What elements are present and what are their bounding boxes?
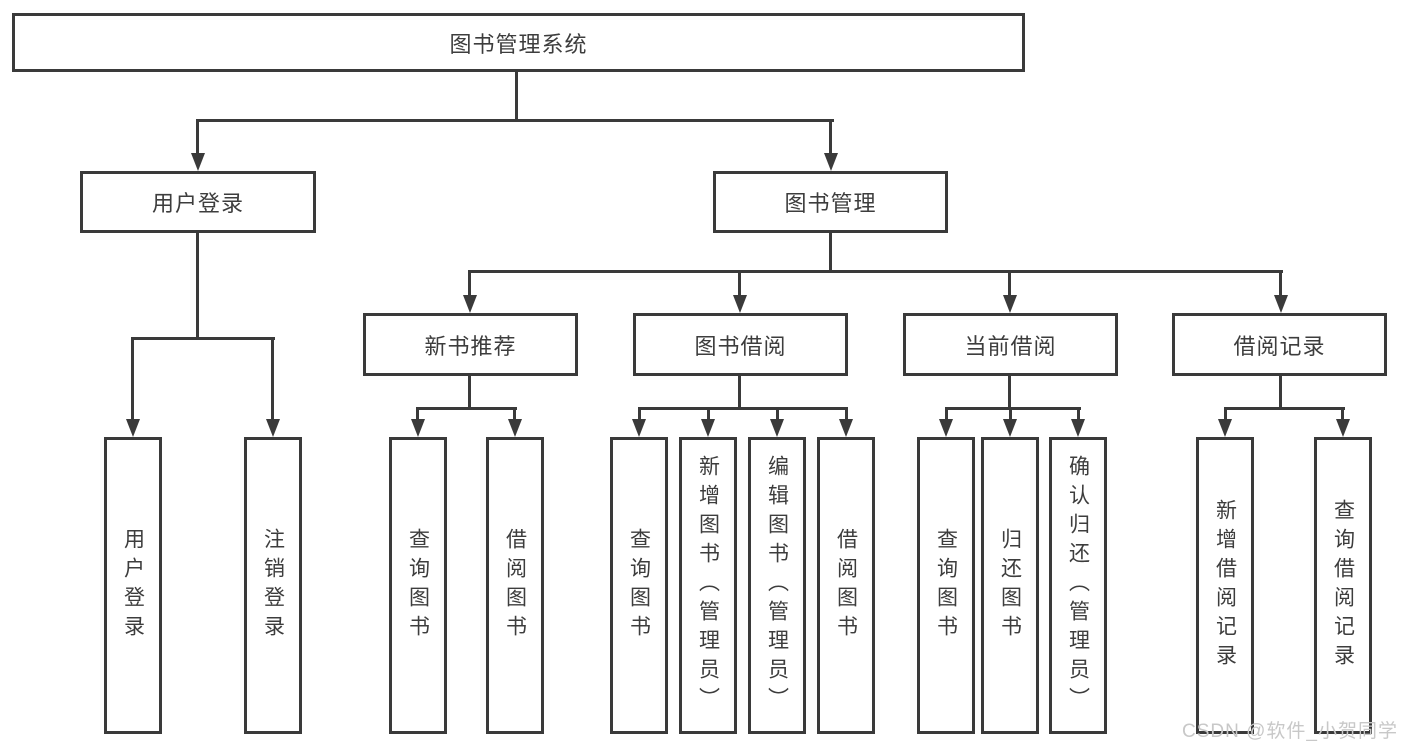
node-book-management: 图书管理	[713, 171, 948, 233]
node-root-label: 图书管理系统	[449, 31, 588, 57]
leaf-label: 用户登录	[121, 527, 145, 644]
connector-line	[469, 270, 1283, 273]
connector-line	[1008, 374, 1011, 410]
arrow-down-icon	[733, 295, 747, 313]
connector-line	[132, 337, 275, 340]
leaf-add-borrow-record: 新增借阅记录	[1196, 437, 1254, 734]
node-book-borrow-label: 图书借阅	[694, 333, 787, 359]
leaf-label: 归还图书	[998, 527, 1022, 644]
leaf-query-books-recommend: 查询图书	[389, 437, 447, 734]
connector-line	[1279, 374, 1282, 410]
connector-line	[1341, 407, 1344, 421]
node-user-login: 用户登录	[80, 171, 316, 233]
node-borrow-records-label: 借阅记录	[1233, 333, 1326, 359]
arrow-down-icon	[1071, 419, 1085, 437]
node-user-login-label: 用户登录	[151, 191, 244, 216]
node-root: 图书管理系统	[12, 13, 1025, 72]
arrow-down-icon	[1003, 295, 1017, 313]
leaf-label: 新增借阅记录	[1213, 498, 1237, 673]
connector-line	[1224, 407, 1345, 410]
node-new-book-recommend: 新书推荐	[363, 313, 578, 376]
leaf-return-books: 归还图书	[981, 437, 1039, 734]
connector-line	[196, 119, 199, 155]
connector-line	[707, 407, 710, 421]
arrow-down-icon	[824, 153, 838, 171]
connector-line	[945, 407, 1081, 410]
arrow-down-icon	[1003, 419, 1017, 437]
connector-line	[776, 407, 779, 421]
leaf-borrow-books-recommend: 借阅图书	[486, 437, 544, 734]
connector-line	[468, 374, 471, 410]
node-borrow-records: 借阅记录	[1172, 313, 1387, 376]
leaf-label: 确认归还（管理员）	[1066, 455, 1090, 716]
leaf-label: 查询图书	[627, 527, 651, 644]
connector-line	[1279, 270, 1282, 297]
connector-line	[845, 407, 848, 421]
arrow-down-icon	[770, 419, 784, 437]
leaf-label: 借阅图书	[503, 527, 527, 644]
connector-line	[513, 407, 516, 421]
leaf-label: 查询借阅记录	[1331, 498, 1355, 673]
connector-line	[515, 70, 518, 122]
leaf-confirm-return-admin: 确认归还（管理员）	[1049, 437, 1107, 734]
leaf-label: 查询图书	[934, 527, 958, 644]
arrow-down-icon	[191, 153, 205, 171]
arrow-down-icon	[411, 419, 425, 437]
arrow-down-icon	[1336, 419, 1350, 437]
leaf-label: 借阅图书	[834, 527, 858, 644]
leaf-label: 编辑图书（管理员）	[765, 455, 789, 716]
node-current-borrow-label: 当前借阅	[964, 333, 1057, 359]
connector-line	[1009, 407, 1012, 421]
node-new-book-recommend-label: 新书推荐	[424, 333, 517, 359]
watermark: CSDN @软件_小贺同学	[1182, 721, 1398, 742]
arrow-down-icon	[839, 419, 853, 437]
connector-line	[638, 407, 641, 421]
connector-line	[945, 407, 948, 421]
connector-line	[468, 270, 471, 297]
connector-line	[638, 407, 848, 410]
leaf-query-borrow-record: 查询借阅记录	[1314, 437, 1372, 734]
leaf-add-books-admin: 新增图书（管理员）	[679, 437, 737, 734]
arrow-down-icon	[1274, 295, 1288, 313]
leaf-edit-books-admin: 编辑图书（管理员）	[748, 437, 806, 734]
connector-line	[416, 407, 419, 421]
connector-line	[829, 119, 832, 155]
connector-line	[271, 337, 274, 421]
node-book-management-label: 图书管理	[784, 191, 877, 216]
node-book-borrow: 图书借阅	[633, 313, 848, 376]
leaf-label: 新增图书（管理员）	[696, 455, 720, 716]
node-current-borrow: 当前借阅	[903, 313, 1118, 376]
connector-line	[1224, 407, 1227, 421]
arrow-down-icon	[939, 419, 953, 437]
connector-line	[829, 233, 832, 273]
arrow-down-icon	[508, 419, 522, 437]
leaf-query-books-borrow: 查询图书	[610, 437, 668, 734]
connector-line	[738, 270, 741, 297]
arrow-down-icon	[463, 295, 477, 313]
leaf-user-login: 用户登录	[104, 437, 162, 734]
leaf-borrow-books: 借阅图书	[817, 437, 875, 734]
connector-line	[1008, 270, 1011, 297]
connector-line	[197, 119, 834, 122]
connector-line	[196, 233, 199, 340]
connector-line	[417, 407, 517, 410]
connector-line	[738, 374, 741, 410]
arrow-down-icon	[632, 419, 646, 437]
connector-line	[131, 337, 134, 421]
leaf-query-books-current: 查询图书	[917, 437, 975, 734]
arrow-down-icon	[266, 419, 280, 437]
leaf-label: 查询图书	[406, 527, 430, 644]
leaf-label: 注销登录	[261, 527, 285, 644]
arrow-down-icon	[126, 419, 140, 437]
leaf-logout: 注销登录	[244, 437, 302, 734]
arrow-down-icon	[1218, 419, 1232, 437]
connector-line	[1077, 407, 1080, 421]
arrow-down-icon	[701, 419, 715, 437]
